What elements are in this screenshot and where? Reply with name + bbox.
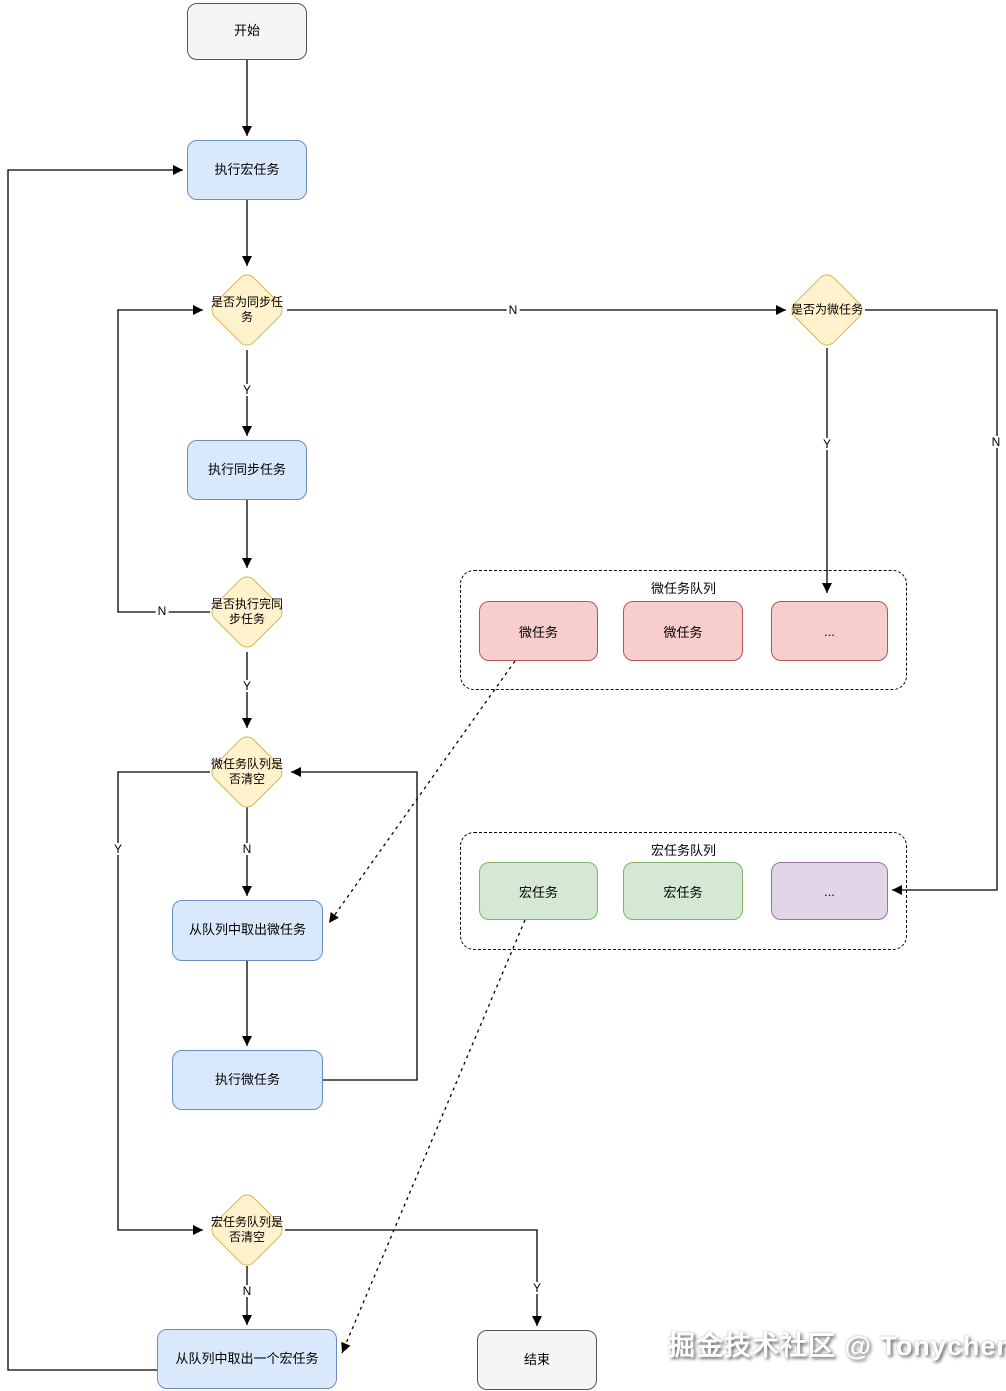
microtask-queue-title: 微任务队列 — [650, 581, 716, 596]
node-exec-sync-task: 执行同步任务 — [187, 440, 307, 500]
microtask-queue-container: 微任务队列 微任务 微任务 ... — [460, 570, 907, 690]
edge-label-is-sync-no: N — [506, 303, 520, 317]
edge-label-macro-empty-yes: Y — [530, 1281, 544, 1295]
node-exec-microtask: 执行微任务 — [172, 1050, 323, 1110]
microtask-item-more: ... — [771, 601, 888, 661]
edge-exec-micro-loop — [291, 767, 418, 1081]
decision-macro-queue-empty-label: 宏任务队列是否清空 — [210, 1215, 283, 1244]
decision-sync-done: 是否执行完同步任务 — [207, 572, 287, 652]
decision-sync-done-label: 是否执行完同步任务 — [210, 597, 283, 626]
decision-is-sync-task: 是否为同步任务 — [207, 270, 287, 350]
node-exec-macrotask-label: 执行宏任务 — [214, 161, 280, 177]
edge-label-macro-empty-no: N — [240, 1284, 254, 1298]
decision-macro-queue-empty: 宏任务队列是否清空 — [207, 1190, 287, 1270]
microtask-item-more-label: ... — [824, 623, 835, 639]
node-exec-microtask-label: 执行微任务 — [214, 1071, 280, 1087]
edge-dequeue-macro-loop — [7, 165, 183, 1371]
macrotask-item-2: 宏任务 — [623, 862, 743, 920]
macrotask-item-1-label: 宏任务 — [518, 884, 558, 900]
node-exec-sync-task-label: 执行同步任务 — [207, 461, 286, 477]
edge-label-micro-empty-yes: Y — [111, 842, 125, 856]
macrotask-queue-title: 宏任务队列 — [650, 843, 716, 858]
macrotask-queue-container: 宏任务队列 宏任务 宏任务 ... — [460, 832, 907, 950]
node-dequeue-macrotask: 从队列中取出一个宏任务 — [157, 1329, 337, 1389]
decision-is-sync-task-label: 是否为同步任务 — [210, 295, 283, 324]
node-start-label: 开始 — [233, 23, 260, 39]
edge-label-is-micro-yes: Y — [820, 437, 834, 451]
macrotask-item-2-label: 宏任务 — [663, 884, 703, 900]
node-dequeue-microtask: 从队列中取出微任务 — [172, 900, 323, 961]
node-dequeue-macrotask-label: 从队列中取出一个宏任务 — [175, 1350, 319, 1366]
node-end: 结束 — [477, 1330, 597, 1390]
node-end-label: 结束 — [523, 1351, 550, 1367]
microtask-item-2: 微任务 — [623, 601, 743, 661]
node-dequeue-microtask-label: 从队列中取出微任务 — [188, 922, 306, 938]
edge-label-is-sync-yes: Y — [240, 383, 254, 397]
node-exec-macrotask: 执行宏任务 — [187, 140, 307, 200]
microtask-item-1: 微任务 — [479, 601, 598, 661]
watermark: 掘金技术社区 @ Tonychen — [668, 1331, 1006, 1361]
decision-is-microtask: 是否为微任务 — [787, 270, 867, 350]
edge-label-sync-done-no: N — [155, 604, 169, 618]
edge-micro-empty-yes-loop — [117, 771, 210, 1235]
microtask-item-2-label: 微任务 — [663, 624, 703, 640]
edge-label-sync-done-yes: Y — [240, 679, 254, 693]
decision-is-microtask-label: 是否为微任务 — [790, 302, 863, 317]
macrotask-item-more: ... — [771, 862, 888, 920]
edge-macro-empty-yes-to-end — [285, 1229, 542, 1326]
macrotask-item-1: 宏任务 — [479, 862, 598, 920]
decision-micro-queue-empty-label: 微任务队列是否清空 — [210, 757, 283, 786]
edge-label-micro-empty-no: N — [240, 842, 254, 856]
decision-micro-queue-empty: 微任务队列是否清空 — [207, 732, 287, 812]
edge-is-micro-no — [865, 309, 998, 895]
edge-macrotask-dashed — [341, 919, 526, 1354]
macrotask-item-more-label: ... — [824, 883, 835, 899]
node-start: 开始 — [187, 3, 307, 60]
edge-microtask-dashed — [328, 660, 516, 924]
microtask-item-1-label: 微任务 — [518, 624, 558, 640]
edge-label-is-micro-no: N — [989, 435, 1003, 449]
